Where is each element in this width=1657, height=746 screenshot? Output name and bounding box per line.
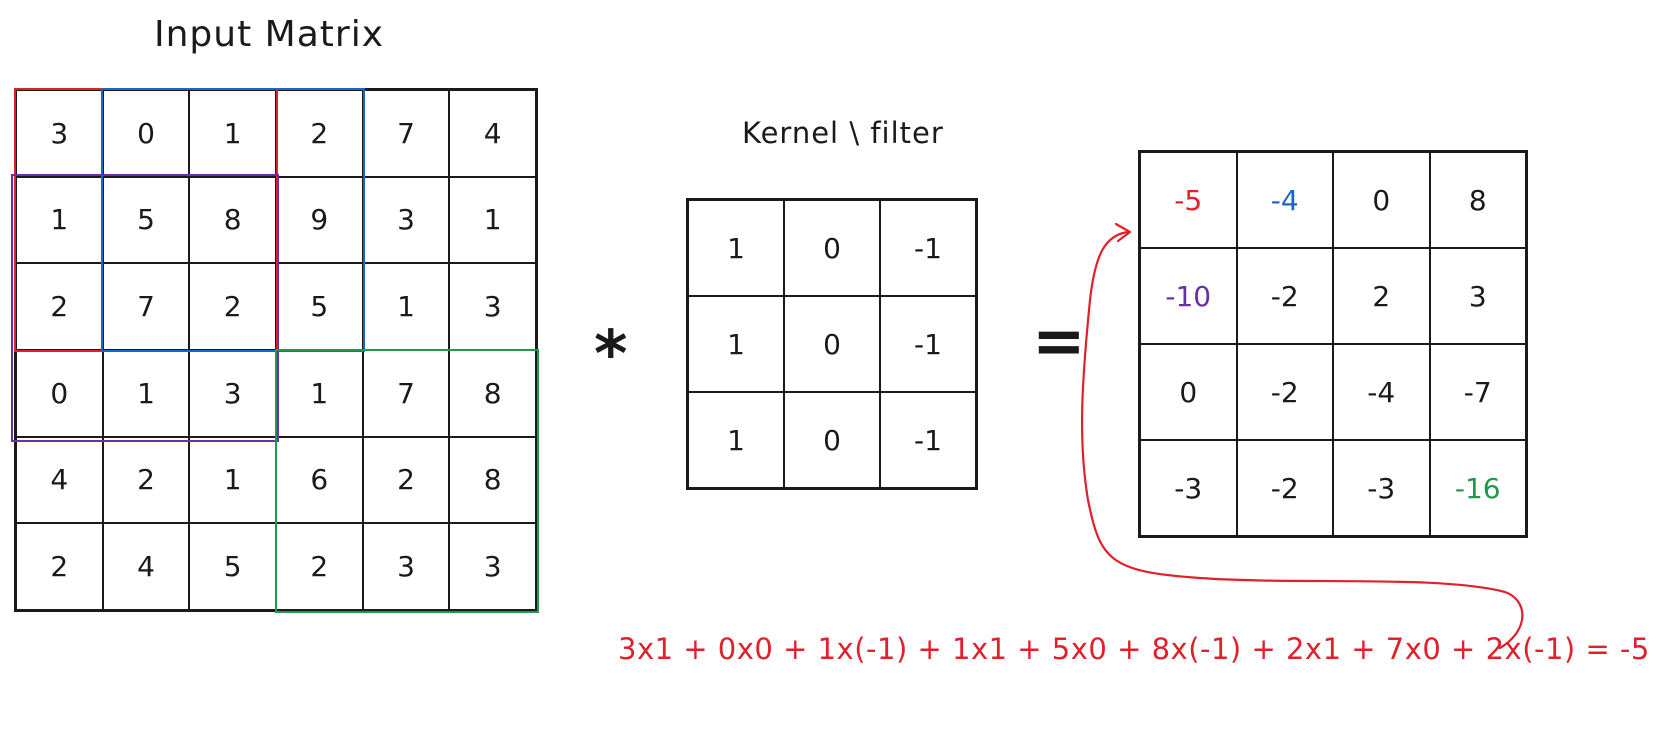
kernel-cell: -1 [880,296,976,392]
green-window [275,349,539,613]
kernel-title: Kernel \ filter [742,116,944,150]
kernel-cell: 1 [688,392,784,488]
input-cell: 8 [189,176,276,264]
output-cell: -4 [1333,344,1430,440]
output-cell: 8 [1429,152,1526,248]
output-cell: -2 [1236,344,1333,440]
input-cell: 2 [102,436,190,524]
input-cell: 2 [362,436,450,524]
blue-window [101,88,365,352]
output-cell: -4 [1236,152,1333,248]
input-cell: 1 [449,176,536,264]
input-cell: 4 [16,436,103,524]
kernel-cell: 0 [784,200,880,296]
input-cell: 1 [189,90,276,177]
output-cell: -7 [1429,344,1526,440]
equals-operator: = [1032,305,1086,379]
kernel-cell: 0 [784,392,880,488]
equation-text: 3x1 + 0x0 + 1x(-1) + 1x1 + 5x0 + 8x(-1) … [618,632,1650,666]
output-cell: -16 [1429,440,1526,536]
output-cell: -2 [1236,440,1333,536]
output-cell: 0 [1333,152,1430,248]
output-cell: 0 [1140,344,1237,440]
output-cell: -10 [1140,248,1237,344]
purple-window [11,174,279,442]
kernel-cell: 1 [688,296,784,392]
kernel-cell: 0 [784,296,880,392]
input-cell: 5 [102,176,190,264]
output-cell: -2 [1236,248,1333,344]
input-cell: 3 [449,523,536,610]
output-cell: 3 [1429,248,1526,344]
kernel-cell: -1 [880,200,976,296]
input-matrix-title: Input Matrix [154,14,385,55]
input-cell: 3 [362,523,450,610]
input-cell: 4 [102,523,190,610]
convolve-operator: * [594,318,628,392]
kernel-cell: -1 [880,392,976,488]
output-cell: -3 [1140,440,1237,536]
output-cell: -5 [1140,152,1237,248]
output-cell: -3 [1333,440,1430,536]
output-cell: 2 [1333,248,1430,344]
input-cell: 8 [449,436,536,524]
input-cell: 2 [189,263,276,350]
input-cell: 7 [102,263,190,350]
input-cell: 0 [102,90,190,177]
input-cell: 4 [449,90,536,177]
kernel-cell: 1 [688,200,784,296]
input-cell: 2 [16,523,103,610]
